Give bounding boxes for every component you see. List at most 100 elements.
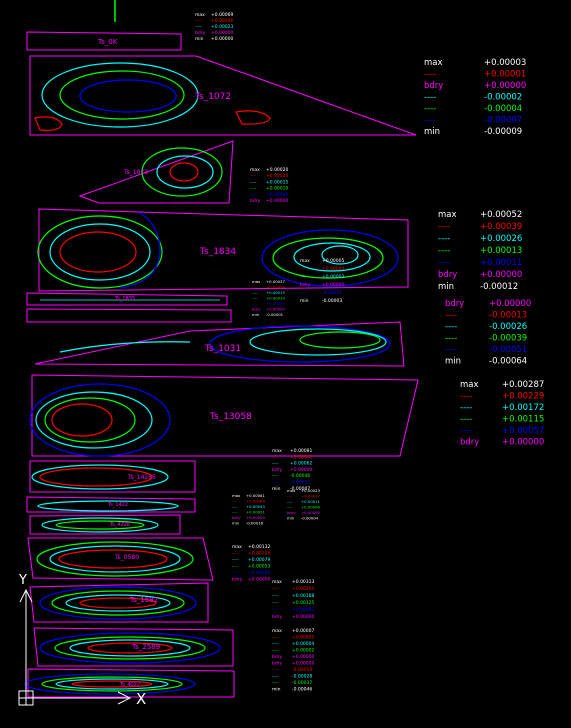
legend-row-label: ----	[195, 25, 202, 30]
legend-row-value: +0.00000	[248, 577, 271, 583]
contour-line	[41, 62, 199, 128]
legend-row-label: bdry	[272, 661, 283, 667]
legend-row-value: +0.00000	[502, 438, 544, 448]
legend-row-value: +0.00053	[248, 564, 271, 570]
contour-line	[59, 231, 137, 273]
panels	[26, 31, 419, 698]
legend-s-p7a: max+0.00081----+0.00042----+0.00062bdry+…	[272, 448, 313, 492]
legend-row-value: -0.00028	[292, 674, 312, 680]
legend-row-label: ----	[460, 426, 472, 436]
legend-row-label: ----	[232, 571, 239, 576]
legend-row-value: +0.00004	[322, 266, 345, 272]
legend-row-value: +0.00011	[480, 258, 522, 268]
legend-row-label: ----	[272, 636, 279, 641]
legend-row-label: bdry	[424, 81, 443, 91]
legend-row-value: -0.00027	[290, 480, 310, 486]
legend-row-value: -0.00001	[266, 312, 284, 317]
legend-row-label: ----	[232, 499, 238, 504]
legend-row-label: max	[232, 493, 241, 498]
legend-row-label: ----	[272, 587, 279, 592]
legend-s-p7b: max+0.00081----+0.00064----+0.00043----+…	[232, 493, 265, 526]
legend-row-value: +0.00052	[480, 210, 522, 220]
contour-line	[156, 155, 214, 189]
legend-row-label: ----	[438, 222, 450, 232]
legend-row-value: +0.00005	[266, 192, 289, 198]
legend-row-value: +0.00021	[246, 510, 265, 515]
contour-line	[39, 467, 153, 487]
legend-row-value: +0.00023	[301, 488, 320, 493]
contour-line	[51, 590, 185, 616]
panel-label: Ts_0580	[114, 554, 139, 561]
contour-line	[41, 676, 183, 692]
legend-row-label: max	[272, 449, 282, 454]
panel-label: Ts_1422	[107, 502, 128, 508]
legend-row-label: ----	[252, 290, 258, 295]
legend-row-value: +0.00015	[266, 179, 289, 185]
panel-label: Ts_1834	[199, 247, 236, 257]
legend-row-label: ----	[460, 392, 472, 402]
legend-row-value: -0.00012	[480, 282, 518, 292]
y-axis-label: Y	[18, 573, 27, 588]
panel-outline	[29, 514, 181, 535]
legend-row-label: ----	[250, 187, 257, 192]
legend-row-label: ----	[272, 481, 279, 486]
legend-row-label: min	[232, 521, 240, 526]
contour-line	[55, 678, 169, 690]
legend-row-value: -0.00037	[292, 680, 312, 686]
legend-row-label: ----	[424, 93, 436, 103]
legend-row-label: max	[424, 58, 443, 68]
legend-row-value: -0.00046	[292, 687, 312, 693]
contour-line	[37, 215, 163, 289]
legend-row-value: +0.00039	[480, 222, 522, 232]
legend-row-value: -0.00013	[489, 311, 527, 321]
legend-row-label: ----	[232, 510, 238, 515]
legend-row-label: ----	[445, 334, 457, 344]
panel-outline	[26, 31, 182, 51]
legend-row-value: +0.00064	[246, 499, 265, 504]
legend-l3: bdry+0.00000-----0.00013-----0.00026----…	[445, 299, 531, 367]
contour-line	[39, 632, 221, 664]
legend-s-top: max+0.00069----+0.00046----+0.00023bdry+…	[195, 12, 234, 42]
legend-row-label: min	[272, 687, 281, 693]
legend-row-value: +0.00000	[292, 614, 315, 620]
contour-line	[39, 586, 197, 620]
contour-line	[35, 391, 153, 449]
legend-s-p12: max+0.00007----+0.00005----+0.00004----+…	[272, 628, 315, 693]
contour-line	[79, 597, 157, 609]
panel-outline	[38, 208, 409, 292]
legend-row-value: +0.00069	[211, 12, 234, 18]
contour-line	[58, 549, 168, 569]
contour-line	[299, 331, 381, 349]
legend-row-label: max	[272, 629, 282, 634]
panel-label: Ts_1682	[129, 596, 158, 604]
panel-outline	[27, 537, 214, 581]
panel-label: Ts_2589	[131, 643, 160, 651]
legend-row-label: ----	[195, 19, 202, 24]
legend-row-label: ----	[272, 455, 279, 460]
legend-row-value: +0.00106	[248, 551, 271, 557]
legend-row-label: ----	[272, 675, 279, 680]
panel-outline	[27, 668, 235, 698]
legend-row-label: max	[195, 13, 205, 18]
contour-line	[69, 639, 191, 657]
legend-row-value: -0.00003	[322, 298, 342, 304]
legend-row-value: -0.00016	[246, 521, 264, 526]
legend-row-value: -0.00051	[489, 345, 527, 355]
legend-row-label: ----	[272, 668, 279, 673]
panel-label: Ts_13058	[209, 412, 252, 422]
legend-row-value: +0.00081	[246, 493, 265, 498]
legend-row-value: +0.00188	[292, 593, 315, 599]
legend-row-label: ----	[287, 494, 293, 499]
legend-row-label: ----	[252, 285, 258, 290]
legend-row-label: ----	[232, 558, 239, 563]
legend-row-label: ----	[252, 296, 258, 301]
legend-row-value: +0.00042	[290, 454, 313, 460]
ucs-axis: YX	[18, 0, 146, 708]
legend-row-value: +0.00005	[322, 258, 345, 264]
legend-row-value: -0.00019	[292, 667, 312, 673]
legend-row-label: bdry	[250, 198, 261, 204]
legend-s-p2: max+0.00020----+0.00016----+0.00015----+…	[250, 167, 289, 204]
x-axis-label: X	[136, 690, 146, 708]
legend-row-value: +0.00000	[292, 661, 315, 667]
contour-line	[261, 229, 399, 287]
